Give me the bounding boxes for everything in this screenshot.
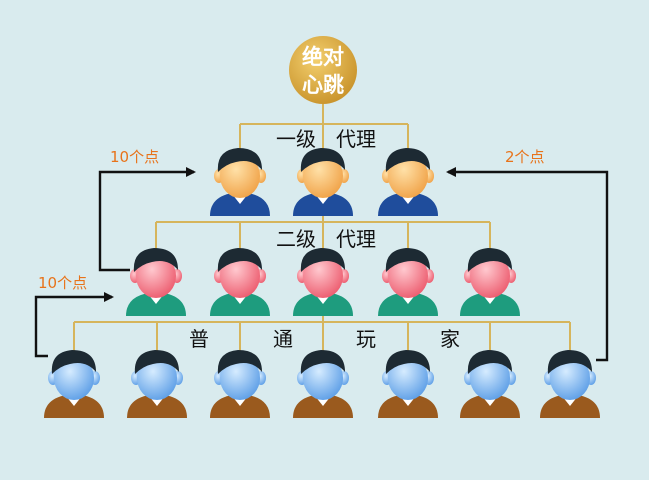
brand-badge: 绝对 心跳 xyxy=(289,36,357,104)
badge-line-1: 绝对 xyxy=(302,45,344,69)
rebate-arrow-left-upper: 10个点 xyxy=(98,148,196,272)
person-icon xyxy=(460,350,520,418)
tier3-label: 普 通 玩 家 xyxy=(189,327,460,351)
rebate-arrow-right: 2个点 xyxy=(446,148,609,362)
tier3-char-2: 通 xyxy=(273,327,293,351)
people-layer xyxy=(44,148,600,418)
tier3-char-3: 玩 xyxy=(356,327,376,351)
tier1-label: 一级 代理 xyxy=(276,127,376,151)
rebate-label-right: 2个点 xyxy=(505,148,545,166)
person-icon xyxy=(460,248,520,316)
rebate-label-left-lower: 10个点 xyxy=(38,274,87,292)
person-icon xyxy=(378,350,438,418)
person-icon xyxy=(210,350,270,418)
tier2-label: 二级 代理 xyxy=(276,227,376,251)
person-icon xyxy=(210,148,270,216)
person-icon xyxy=(293,148,353,216)
tier1-label-b: 代理 xyxy=(336,127,376,151)
tier3-char-4: 家 xyxy=(440,327,460,351)
person-icon xyxy=(378,248,438,316)
person-icon xyxy=(44,350,104,418)
person-icon xyxy=(210,248,270,316)
tier2-label-a: 二级 xyxy=(276,227,316,251)
person-icon xyxy=(293,350,353,418)
person-icon xyxy=(293,248,353,316)
badge-line-2: 心跳 xyxy=(302,73,344,97)
connector-lines xyxy=(73,104,571,352)
tier3-char-1: 普 xyxy=(189,327,209,351)
person-icon xyxy=(127,350,187,418)
person-icon xyxy=(378,148,438,216)
rebate-label-left-upper: 10个点 xyxy=(110,148,159,166)
person-icon xyxy=(126,248,186,316)
tier2-label-b: 代理 xyxy=(336,227,376,251)
rebate-arrow-left-lower: 10个点 xyxy=(34,274,114,358)
person-icon xyxy=(540,350,600,418)
tier1-label-a: 一级 xyxy=(276,127,316,151)
